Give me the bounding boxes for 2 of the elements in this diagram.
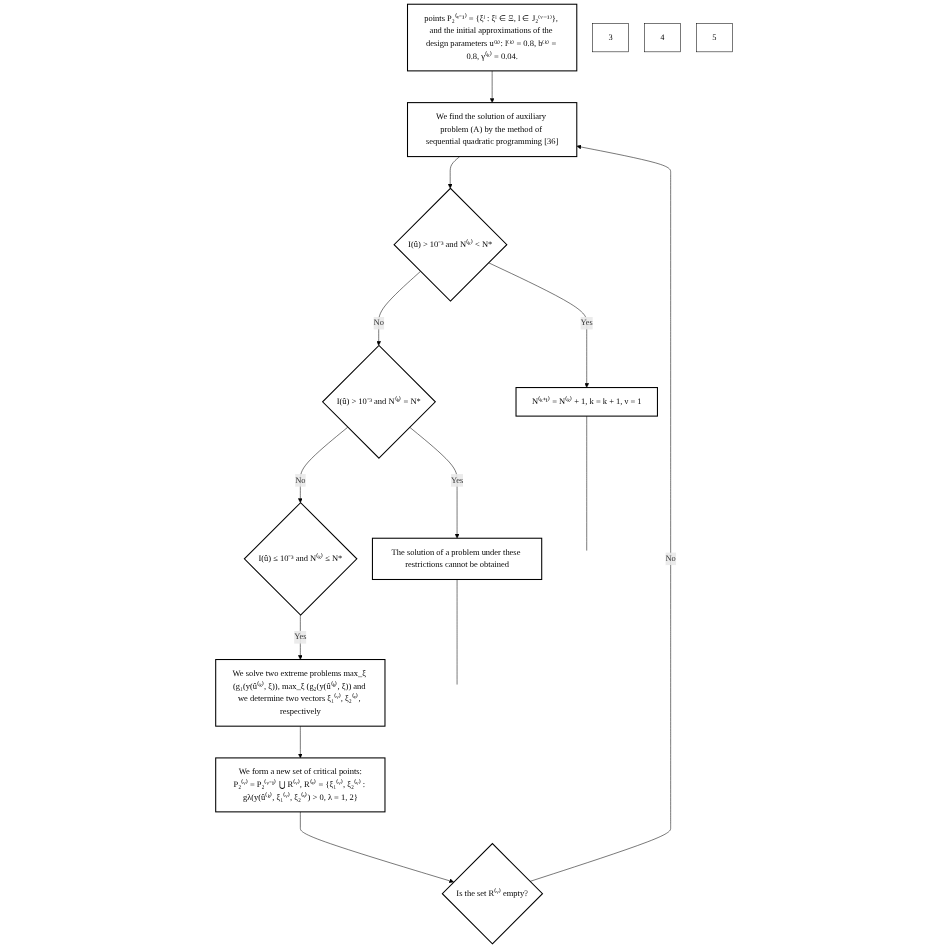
connector: [586, 415, 587, 552]
connector: [456, 579, 458, 686]
